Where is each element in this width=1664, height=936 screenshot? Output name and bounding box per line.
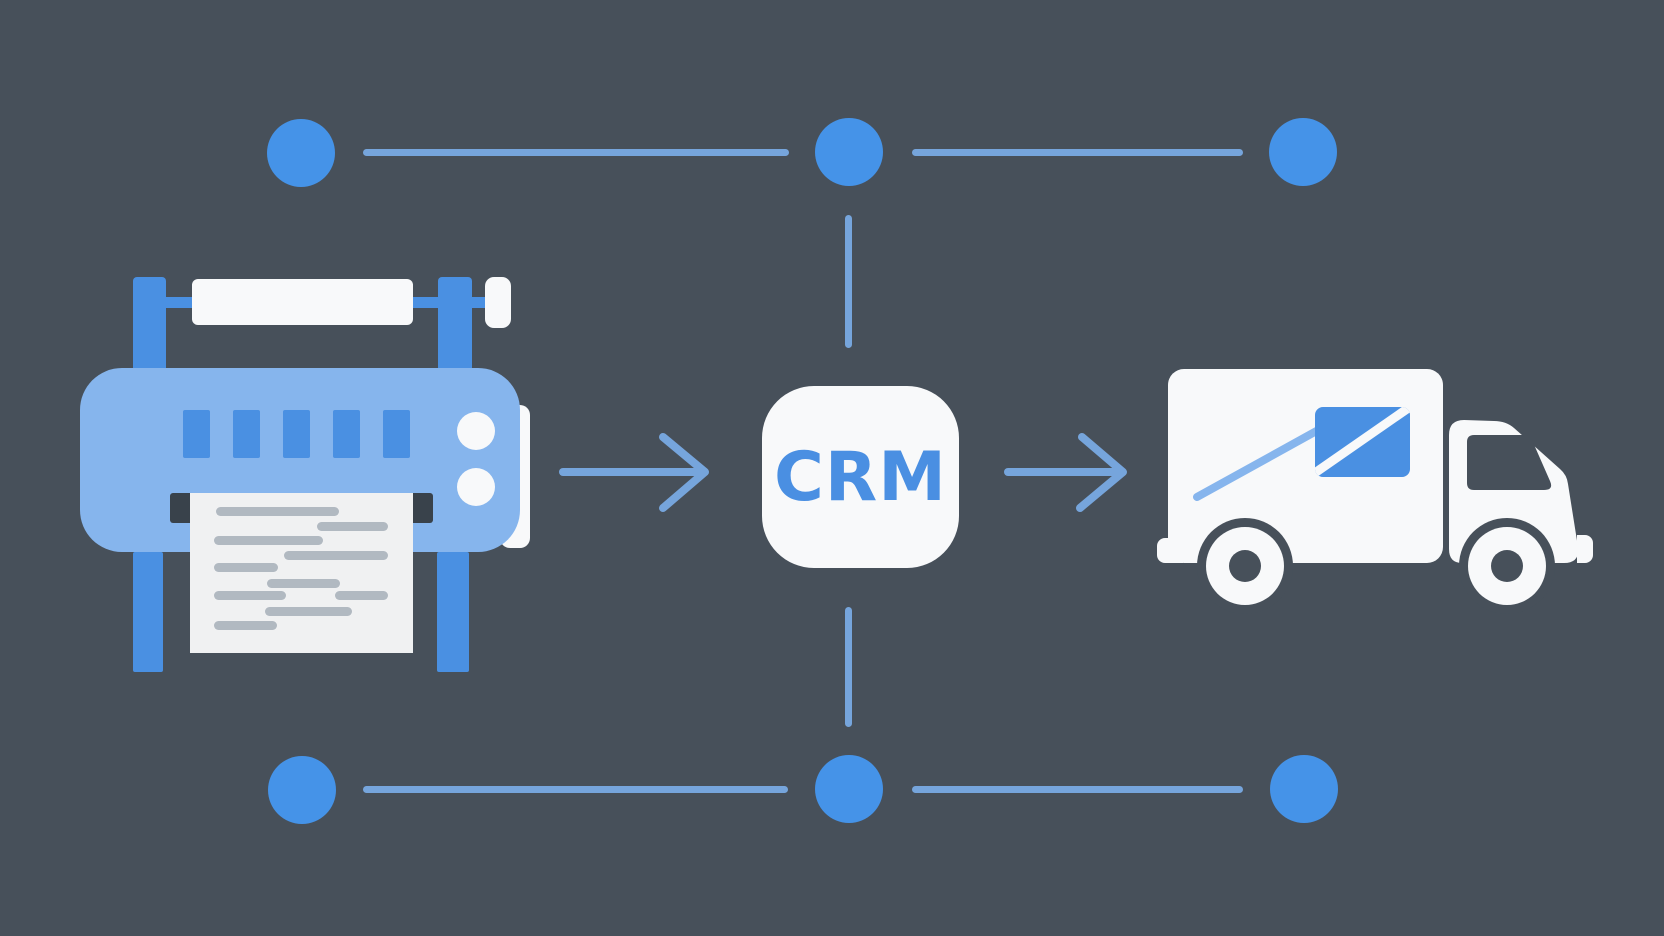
page-text-line [216,507,339,516]
top-drop-line [845,215,852,348]
printer-roller-knob [485,277,511,328]
printer-leg-right [437,552,469,672]
top-center-node [815,118,883,186]
bottom-right-node [1270,755,1338,823]
bottom-connector-line-left [363,786,788,793]
printer-right-post [438,277,472,373]
page-text-line [284,551,388,560]
printer-vent-slot [183,410,210,458]
printer-vent-slot [383,410,410,458]
page-text-line [214,536,323,545]
printer-left-post [133,277,166,373]
crm-badge: CRM [762,386,959,568]
page-text-line [265,607,352,616]
truck-windshield [1467,435,1552,490]
flow-arrow-right [1004,433,1127,512]
page-text-line [214,563,278,572]
truck-logo-panel [1315,407,1410,477]
crm-label: CRM [774,437,947,517]
top-connector-line-right [912,149,1243,156]
bottom-left-node [268,756,336,824]
printer-vent-slot [333,410,360,458]
top-connector-line-left [363,149,789,156]
printer-vent-slot [283,410,310,458]
truck-front-bumper [1577,535,1593,563]
page-text-line [214,621,277,630]
bottom-drop-line [845,607,852,727]
bottom-center-node [815,755,883,823]
page-text-line [214,591,286,600]
page-text-line [335,591,388,600]
truck-wheel-hub-front [1491,550,1523,582]
flow-arrow-left [559,433,709,512]
truck-wheel-hub-rear [1229,550,1261,582]
printer-leg-left [133,552,163,672]
bottom-connector-line-right [912,786,1243,793]
page-text-line [267,579,340,588]
page-text-line [317,522,388,531]
printer-button [457,412,495,450]
printer-vent-slot [233,410,260,458]
printer-paper-roller [192,279,413,325]
top-right-node [1269,118,1337,186]
truck-logo-stripe [1315,407,1410,477]
arrow-head-icon [659,433,709,512]
top-left-node [267,119,335,187]
printer-button [457,468,495,506]
arrow-head-icon [1076,433,1127,512]
